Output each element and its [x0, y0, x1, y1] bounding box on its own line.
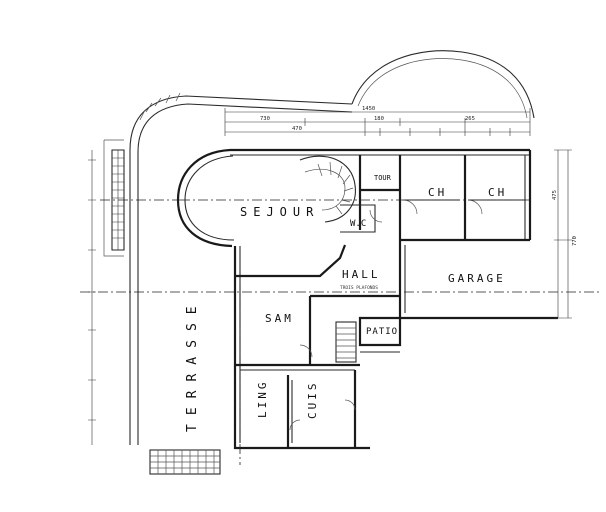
room-label-ling: LING — [256, 380, 269, 419]
stone-steps-left — [103, 139, 125, 257]
garden-arc — [351, 50, 535, 119]
dim-top-c: 265 — [465, 116, 475, 122]
room-label-terrasse: TERRASSE — [185, 297, 200, 432]
axis-lines — [80, 199, 600, 465]
house-walls — [176, 148, 558, 450]
stair-sam — [335, 321, 357, 363]
room-label-patio: PATIO — [366, 327, 398, 337]
room-label-wc: W.C — [350, 219, 366, 229]
room-label-ch-2: CH — [488, 186, 507, 199]
dim-top-a: 730 — [260, 116, 270, 122]
dim-right-b: 770 — [572, 236, 578, 246]
dim-top-d: 470 — [292, 126, 302, 132]
room-label-hall: HALL — [342, 268, 381, 281]
room-label-tour: TOUR — [374, 174, 392, 182]
terrace-wall — [129, 92, 353, 445]
room-label-cuis: CUIS — [306, 381, 319, 420]
dim-top-b: 180 — [374, 116, 384, 122]
room-label-sejour: SEJOUR — [240, 205, 319, 219]
passage-label: TROIS PLAFONDS — [340, 285, 378, 291]
room-label-sam: SAM — [265, 312, 294, 325]
spiral-stair — [299, 155, 356, 223]
dimension-marks-left — [88, 150, 96, 445]
dimension-lines-right — [554, 149, 572, 319]
dimension-lines-top — [224, 108, 531, 136]
dim-top-total: 1450 — [362, 106, 375, 112]
dim-right-a: 475 — [552, 190, 558, 200]
terrace-steps — [149, 449, 221, 475]
room-label-garage: GARAGE — [448, 272, 506, 285]
room-label-ch-1: CH — [428, 186, 447, 199]
